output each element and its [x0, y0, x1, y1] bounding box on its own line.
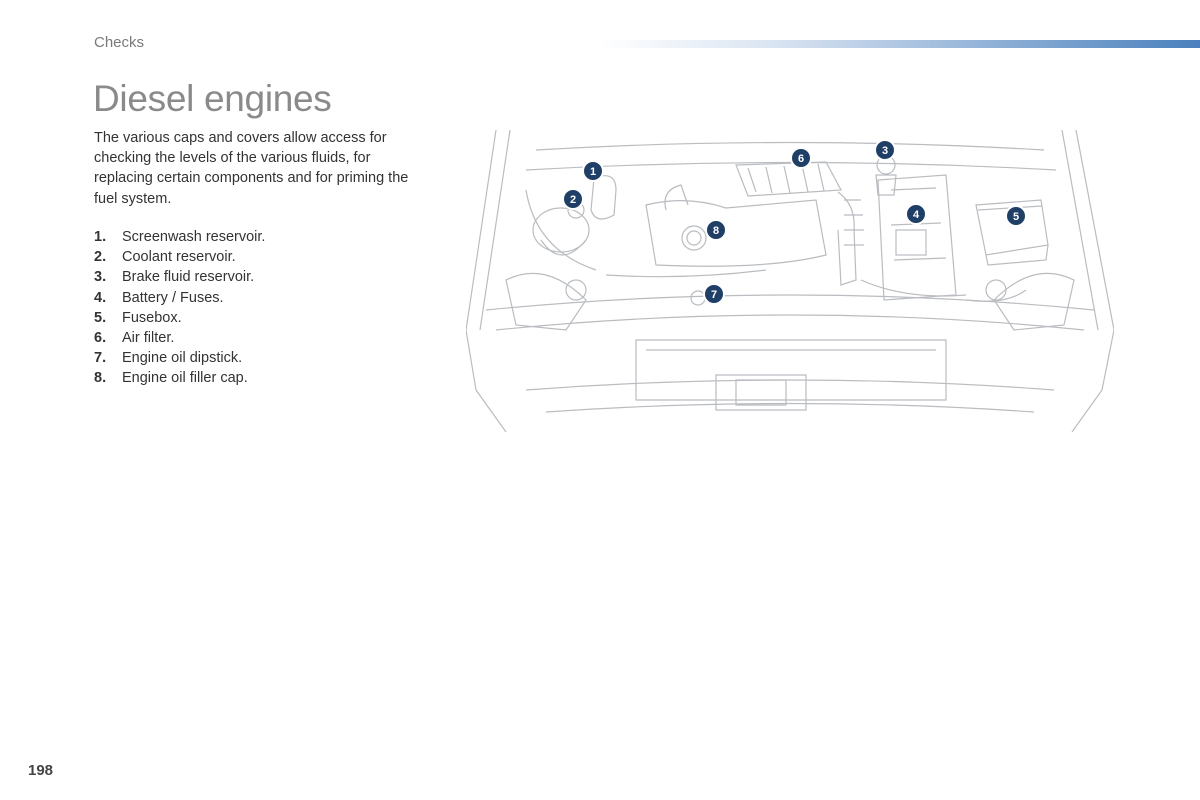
- item-label: Brake fluid reservoir.: [122, 269, 255, 286]
- item-label: Engine oil filler cap.: [122, 370, 248, 387]
- engine-bay-diagram: 1 2 3 4 5 6 7 8: [466, 130, 1114, 432]
- list-item: 5. Fusebox.: [94, 308, 265, 328]
- item-number: 8.: [94, 370, 107, 387]
- item-number: 6.: [94, 330, 107, 347]
- callout-label: 8: [713, 225, 719, 237]
- callout-label: 3: [882, 145, 888, 157]
- item-number: 5.: [94, 309, 107, 326]
- item-label: Coolant reservoir.: [122, 249, 236, 266]
- callout-label: 1: [590, 166, 596, 178]
- list-item: 8. Engine oil filler cap.: [94, 368, 265, 388]
- section-label: Checks: [94, 34, 145, 51]
- list-item: 1. Screenwash reservoir.: [94, 227, 265, 247]
- callout-label: 6: [798, 153, 804, 165]
- item-number: 7.: [94, 350, 107, 367]
- item-number: 4.: [94, 289, 107, 306]
- header-accent-bar: [600, 40, 1200, 48]
- list-item: 2. Coolant reservoir.: [94, 247, 265, 267]
- list-item: 6. Air filter.: [94, 328, 265, 348]
- callout-3: 3: [874, 139, 896, 161]
- callout-8: 8: [705, 219, 727, 241]
- list-item: 7. Engine oil dipstick.: [94, 348, 265, 368]
- item-number: 2.: [94, 249, 107, 266]
- item-label: Engine oil dipstick.: [122, 350, 243, 367]
- callout-7: 7: [703, 283, 725, 305]
- item-label: Fusebox.: [122, 309, 182, 326]
- page-title: Diesel engines: [93, 78, 332, 119]
- callout-4: 4: [905, 203, 927, 225]
- list-item: 4. Battery / Fuses.: [94, 288, 265, 308]
- callout-label: 7: [711, 289, 717, 301]
- item-number: 3.: [94, 269, 107, 286]
- intro-paragraph: The various caps and covers allow access…: [94, 130, 409, 207]
- callout-label: 4: [913, 209, 920, 221]
- callout-5: 5: [1005, 205, 1027, 227]
- parts-list: 1. Screenwash reservoir. 2. Coolant reserv…: [94, 227, 265, 389]
- callout-label: 2: [570, 194, 576, 206]
- list-item: 3. Brake fluid reservoir.: [94, 267, 265, 287]
- item-label: Screenwash reservoir.: [122, 229, 266, 245]
- item-label: Battery / Fuses.: [122, 289, 224, 306]
- callout-markers: 1 2 3 4 5 6 7 8: [562, 139, 1027, 305]
- item-number: 1.: [94, 229, 107, 245]
- page-number: 198: [28, 762, 54, 779]
- callout-6: 6: [790, 147, 812, 169]
- callout-1: 1: [582, 160, 604, 182]
- callout-label: 5: [1013, 211, 1019, 223]
- item-label: Air filter.: [122, 330, 175, 347]
- callout-2: 2: [562, 188, 584, 210]
